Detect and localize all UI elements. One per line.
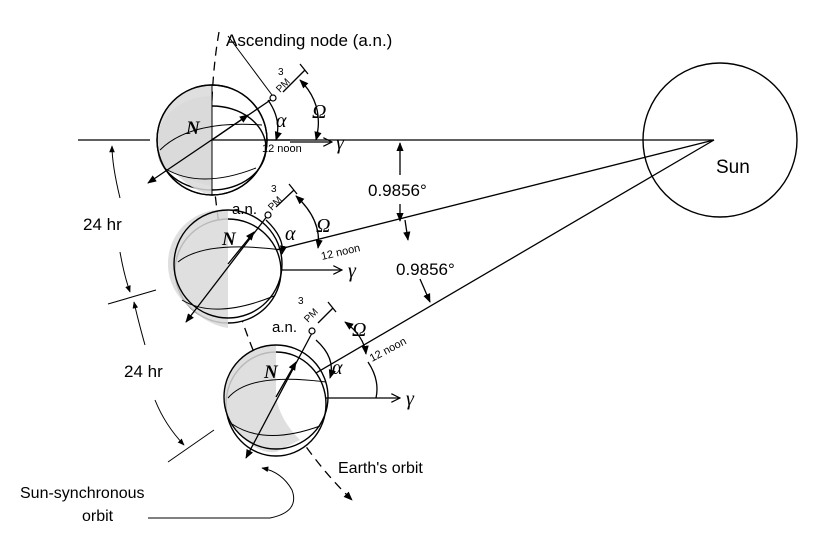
omega-label-1: Ω xyxy=(312,101,326,123)
tick-middle xyxy=(107,289,157,305)
sat-orbit-3 xyxy=(245,332,313,459)
earth-orbit-label: Earth's orbit xyxy=(338,460,423,477)
omega-label-3: Ω xyxy=(352,319,366,341)
interval-arrow-1b xyxy=(119,251,131,293)
omega-label-2: Ω xyxy=(316,215,330,237)
node-leader xyxy=(227,35,273,96)
interval-label-1: 24 hr xyxy=(83,215,122,234)
ascending-node-2 xyxy=(264,211,272,219)
north-label-1: N xyxy=(185,118,201,139)
pm-label-2: PM xyxy=(266,195,284,213)
earth-position-3 xyxy=(223,344,329,457)
omega-arc-1 xyxy=(299,79,322,141)
sun-sync-leader xyxy=(148,466,295,519)
interval-label-2: 24 hr xyxy=(124,362,163,381)
alpha-arc-3 xyxy=(315,339,336,379)
omega-arc-2 xyxy=(295,195,323,249)
pm-bar-1 xyxy=(282,69,306,93)
interval-arrow-2b xyxy=(154,399,185,446)
noon-label-1: 12 noon xyxy=(262,143,302,155)
pm-bar-2 xyxy=(275,189,295,208)
gamma-label-1: γ xyxy=(336,132,345,154)
alpha-arc-2 xyxy=(265,219,288,255)
ascending-node-label: Ascending node (a.n.) xyxy=(226,31,392,50)
earth-position-1 xyxy=(156,84,268,196)
pm-tick-2 xyxy=(288,183,298,195)
pm-tick-1 xyxy=(299,63,309,75)
sun-label: Sun xyxy=(716,157,750,178)
interval-arrow-2a xyxy=(132,301,146,346)
three-label-1: 3 xyxy=(278,67,284,78)
angle-label-2: 0.9856° xyxy=(396,260,455,279)
pm-tick-3 xyxy=(327,301,337,313)
sat-orbit-3-arrow xyxy=(275,361,297,398)
sun-sync-label-line2: orbit xyxy=(82,508,114,525)
three-label-2: 3 xyxy=(271,184,277,195)
sun-sync-label-line1: Sun-synchronous xyxy=(20,485,145,502)
pm-label-1: PM xyxy=(274,77,292,95)
gamma-angle-arc-3 xyxy=(367,361,378,399)
north-label-3: N xyxy=(263,362,279,383)
angle-arrow-2b xyxy=(419,278,431,303)
gamma-label-2: γ xyxy=(348,260,357,282)
an-label-3: a.n. xyxy=(272,319,297,336)
angle-label-1: 0.9856° xyxy=(368,181,427,200)
north-label-2: N xyxy=(221,229,237,250)
tick-bottom xyxy=(167,429,215,463)
alpha-arc-1 xyxy=(267,99,282,141)
sat-orbit-1 xyxy=(147,96,276,184)
sat-orbit-2-arrow xyxy=(227,231,255,265)
angle-arrow-2a xyxy=(403,219,411,241)
omega-arc-3 xyxy=(344,321,369,355)
three-label-3: 3 xyxy=(298,296,304,307)
an-label-2: a.n. xyxy=(232,201,257,218)
gamma-label-3: γ xyxy=(406,388,415,410)
interval-arrow-1a xyxy=(109,145,121,199)
alpha-label-2: α xyxy=(285,223,296,245)
ascending-node-1 xyxy=(269,94,277,102)
sat-orbit-1-arrow xyxy=(211,114,249,141)
pm-bar-3 xyxy=(317,307,334,324)
alpha-label-1: α xyxy=(276,110,287,132)
earth-position-2 xyxy=(167,209,283,328)
ascending-node-3 xyxy=(308,327,316,335)
alpha-label-3: α xyxy=(332,357,343,379)
